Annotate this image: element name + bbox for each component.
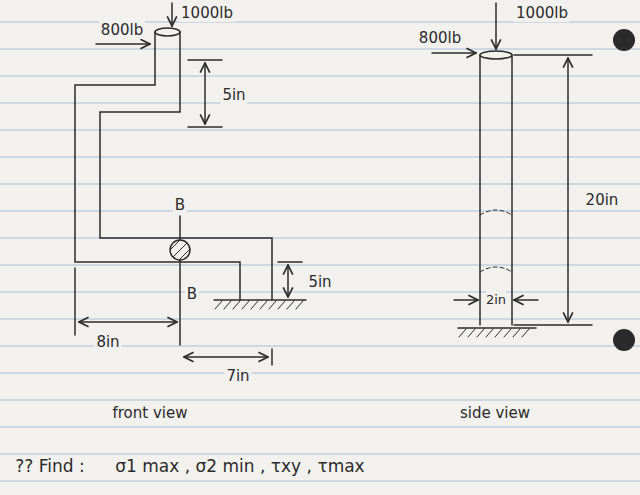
view-caption: front view	[111, 404, 190, 422]
section-label: B	[173, 196, 187, 214]
dimension-label: 20in	[584, 191, 621, 209]
dimension-label: 2in	[486, 291, 506, 309]
section-label: B	[185, 285, 199, 303]
dimension-label: 7in	[224, 367, 251, 385]
punch-hole	[613, 329, 635, 351]
question-text: σ1 max , σ2 min , τxy , τmax	[113, 457, 366, 475]
front-view	[75, 3, 306, 365]
force-label: 1000lb	[179, 4, 235, 22]
force-label: 800lb	[417, 29, 463, 47]
dimension-label: 5in	[220, 86, 247, 104]
force-label: 1000lb	[514, 4, 570, 22]
dimension-label: 8in	[94, 333, 121, 351]
question-text: ?? Find :	[13, 457, 86, 475]
ruled-lines	[0, 22, 640, 481]
force-label: 800lb	[99, 21, 145, 39]
side-view	[432, 3, 592, 337]
dimension-label: 5in	[306, 273, 333, 291]
punch-hole	[613, 29, 635, 51]
view-caption: side view	[458, 404, 532, 422]
